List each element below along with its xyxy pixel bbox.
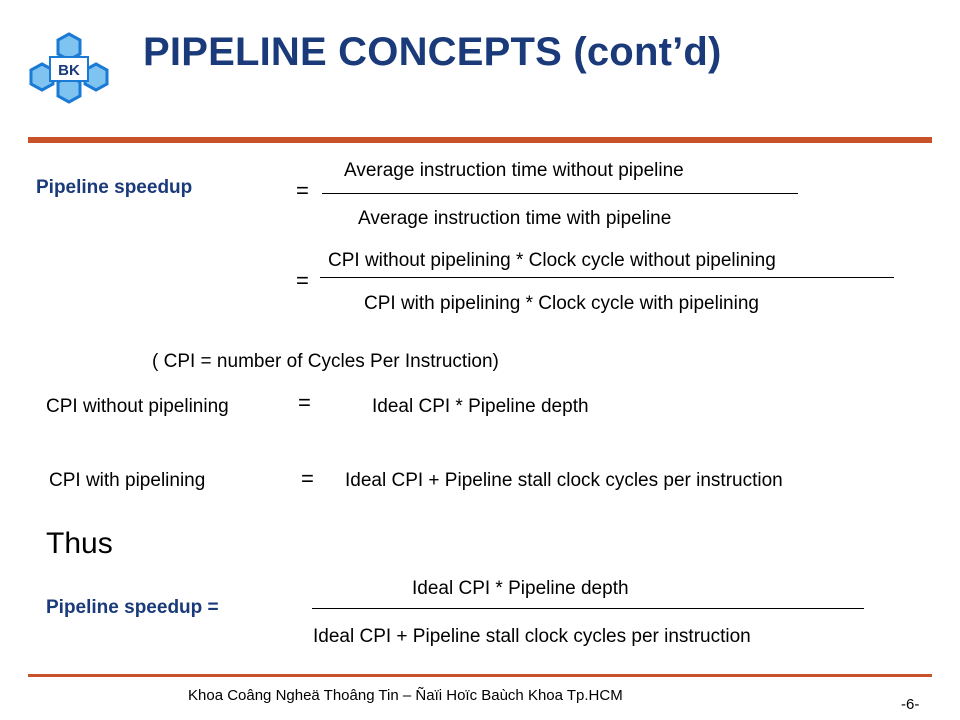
fraction-2-denominator: CPI with pipelining * Clock cycle with p… xyxy=(364,293,759,314)
page-title: PIPELINE CONCEPTS (cont’d) xyxy=(143,30,722,74)
cpi-without-equals: = xyxy=(298,390,311,415)
final-fraction-denominator: Ideal CPI + Pipeline stall clock cycles … xyxy=(313,626,751,647)
bk-logo-text: BK xyxy=(58,62,80,79)
speedup-label: Pipeline speedup xyxy=(36,177,193,198)
cpi-without-value: Ideal CPI * Pipeline depth xyxy=(372,396,589,417)
thus-heading: Thus xyxy=(46,527,113,560)
cpi-with-label: CPI with pipelining xyxy=(49,470,206,491)
page-number: -6- xyxy=(901,696,920,713)
title-divider xyxy=(28,137,932,143)
fraction-1-bar xyxy=(322,193,798,194)
cpi-with-equals: = xyxy=(301,466,314,491)
final-fraction-bar xyxy=(312,608,864,609)
footer-divider xyxy=(28,674,932,677)
cpi-with-value: Ideal CPI + Pipeline stall clock cycles … xyxy=(345,470,783,491)
cpi-definition-note: ( CPI = number of Cycles Per Instruction… xyxy=(152,351,499,372)
equals-sign-1: = xyxy=(296,178,309,203)
cpi-without-label: CPI without pipelining xyxy=(46,396,229,417)
equals-sign-2: = xyxy=(296,268,309,293)
fraction-2-bar xyxy=(320,277,894,278)
fraction-1-denominator: Average instruction time with pipeline xyxy=(358,208,672,229)
bk-logo: BK xyxy=(29,32,109,104)
final-speedup-label: Pipeline speedup = xyxy=(46,597,219,618)
fraction-2-numerator: CPI without pipelining * Clock cycle wit… xyxy=(328,250,776,271)
footer-text: Khoa Coâng Ngheä Thoâng Tin – Ñaïi Hoïc … xyxy=(188,687,623,704)
fraction-1-numerator: Average instruction time without pipelin… xyxy=(344,160,684,181)
final-fraction-numerator: Ideal CPI * Pipeline depth xyxy=(412,578,629,599)
